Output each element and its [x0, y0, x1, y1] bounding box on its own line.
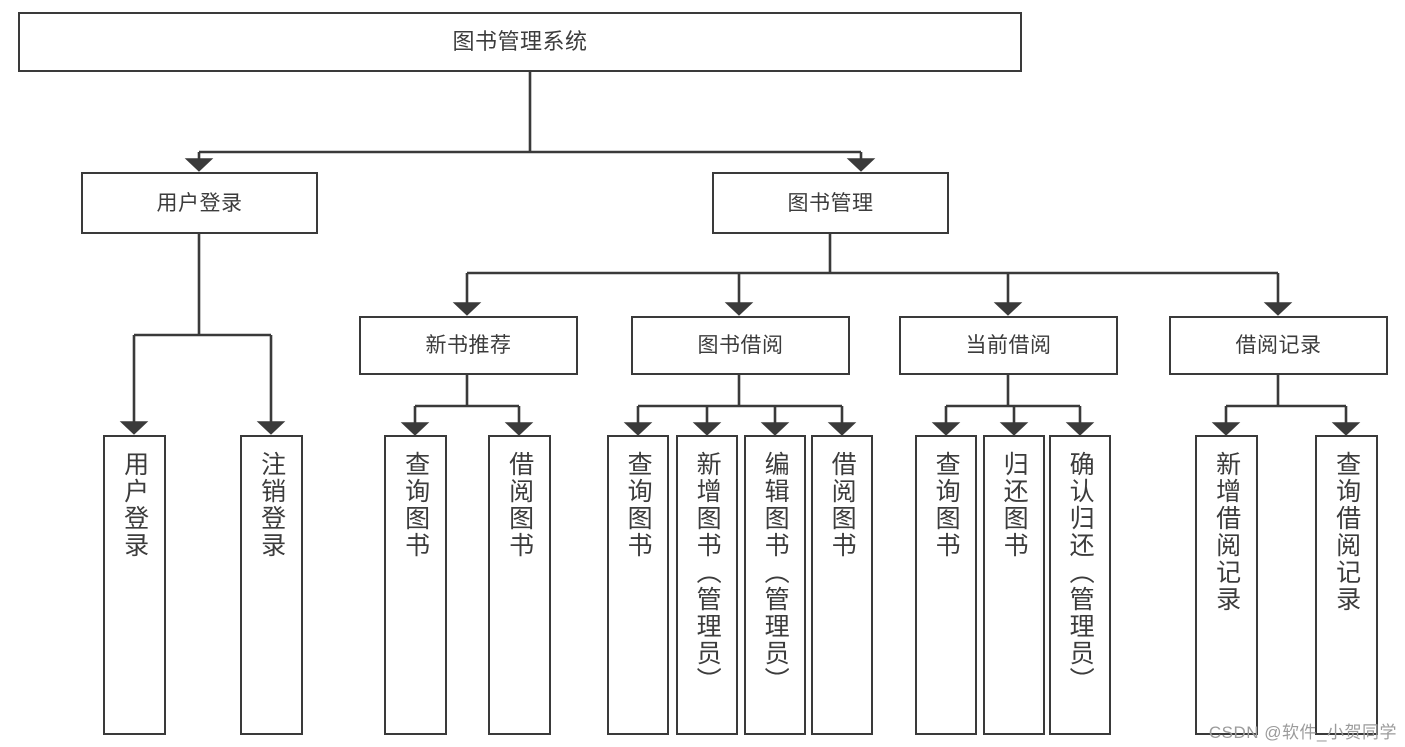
node-label: 注销登录 — [257, 451, 286, 559]
node-label: 借阅记录 — [1235, 334, 1322, 357]
node-label: 当前借阅 — [965, 334, 1052, 357]
leaf-logout[interactable]: 注销登录 — [240, 435, 303, 735]
node-label: 借阅图书 — [505, 451, 534, 559]
csdn-watermark: CSDN @软件_小贺同学 — [1208, 723, 1397, 742]
node-label: 归还图书 — [1000, 451, 1029, 559]
node-root-book-management-system[interactable]: 图书管理系统 — [18, 12, 1022, 72]
node-label: 图书管理 — [787, 191, 874, 215]
leaf-add-book-admin[interactable]: 新增图书（管理员） — [676, 435, 738, 735]
node-label: 查询图书 — [401, 451, 430, 559]
node-label: 新增借阅记录 — [1212, 451, 1241, 613]
node-label: 查询借阅记录 — [1332, 451, 1361, 613]
node-current-borrowing[interactable]: 当前借阅 — [899, 316, 1118, 375]
leaf-edit-book-admin[interactable]: 编辑图书（管理员） — [744, 435, 806, 735]
node-label: 新增图书（管理员） — [693, 451, 722, 694]
node-new-book-recommendation[interactable]: 新书推荐 — [359, 316, 578, 375]
node-label: 查询图书 — [932, 451, 961, 559]
node-label: 图书管理系统 — [452, 29, 588, 54]
node-label: 图书借阅 — [697, 334, 784, 357]
node-label: 新书推荐 — [425, 334, 512, 357]
node-label: 确认归还（管理员） — [1066, 451, 1095, 694]
node-label: 编辑图书（管理员） — [761, 451, 790, 694]
leaf-add-borrowing-record[interactable]: 新增借阅记录 — [1195, 435, 1258, 735]
leaf-borrow-book-recommendation[interactable]: 借阅图书 — [488, 435, 551, 735]
leaf-query-book-current[interactable]: 查询图书 — [915, 435, 977, 735]
leaf-query-book-borrowing[interactable]: 查询图书 — [607, 435, 669, 735]
leaf-borrow-book-borrowing[interactable]: 借阅图书 — [811, 435, 873, 735]
leaf-user-login[interactable]: 用户登录 — [103, 435, 166, 735]
node-user-login[interactable]: 用户登录 — [81, 172, 318, 234]
leaf-query-book-recommendation[interactable]: 查询图书 — [384, 435, 447, 735]
leaf-query-borrowing-record[interactable]: 查询借阅记录 — [1315, 435, 1378, 735]
node-book-borrowing[interactable]: 图书借阅 — [631, 316, 850, 375]
leaf-return-book[interactable]: 归还图书 — [983, 435, 1045, 735]
leaf-confirm-return-admin[interactable]: 确认归还（管理员） — [1049, 435, 1111, 735]
node-label: 查询图书 — [624, 451, 653, 559]
node-label: 用户登录 — [156, 191, 243, 215]
node-borrowing-record[interactable]: 借阅记录 — [1169, 316, 1388, 375]
node-book-management[interactable]: 图书管理 — [712, 172, 949, 234]
node-label: 用户登录 — [120, 451, 149, 559]
node-label: 借阅图书 — [828, 451, 857, 559]
